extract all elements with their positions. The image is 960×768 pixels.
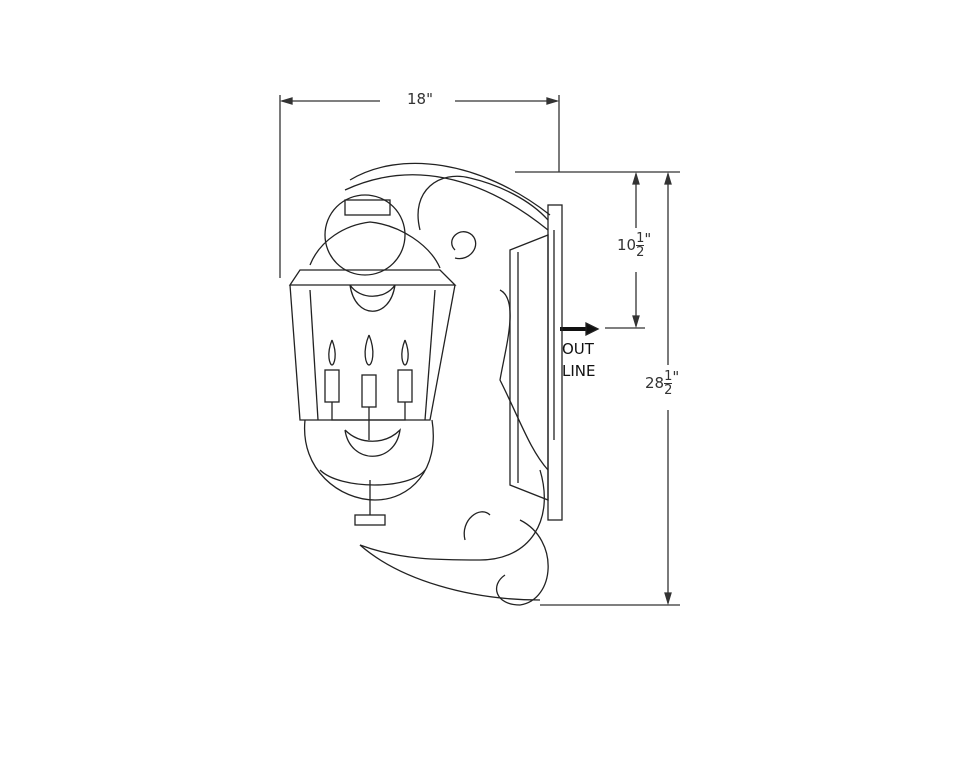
height-den: 2 — [664, 383, 673, 398]
width-value: 18 — [407, 90, 427, 108]
height-num: 1 — [664, 369, 673, 384]
candles — [324, 334, 413, 440]
out-height-den: 2 — [636, 245, 645, 260]
out-height-whole: 10 — [617, 236, 637, 254]
height-whole: 28 — [645, 374, 665, 392]
height-unit: " — [672, 368, 680, 386]
out-label-line2: LINE — [562, 362, 596, 380]
width-dimension-label: 18" — [404, 92, 436, 107]
width-unit: " — [426, 90, 433, 108]
out-label-line1: OUT — [562, 340, 594, 358]
out-height-num: 1 — [636, 231, 645, 246]
scroll-arm — [324, 162, 551, 606]
lantern-body — [288, 199, 457, 526]
out-line-label: OUT LINE — [562, 338, 595, 382]
dimension-lines — [279, 95, 680, 606]
out-height-unit: " — [644, 230, 652, 248]
out-line-arrow-icon — [560, 321, 600, 337]
wall-plate — [509, 204, 563, 521]
